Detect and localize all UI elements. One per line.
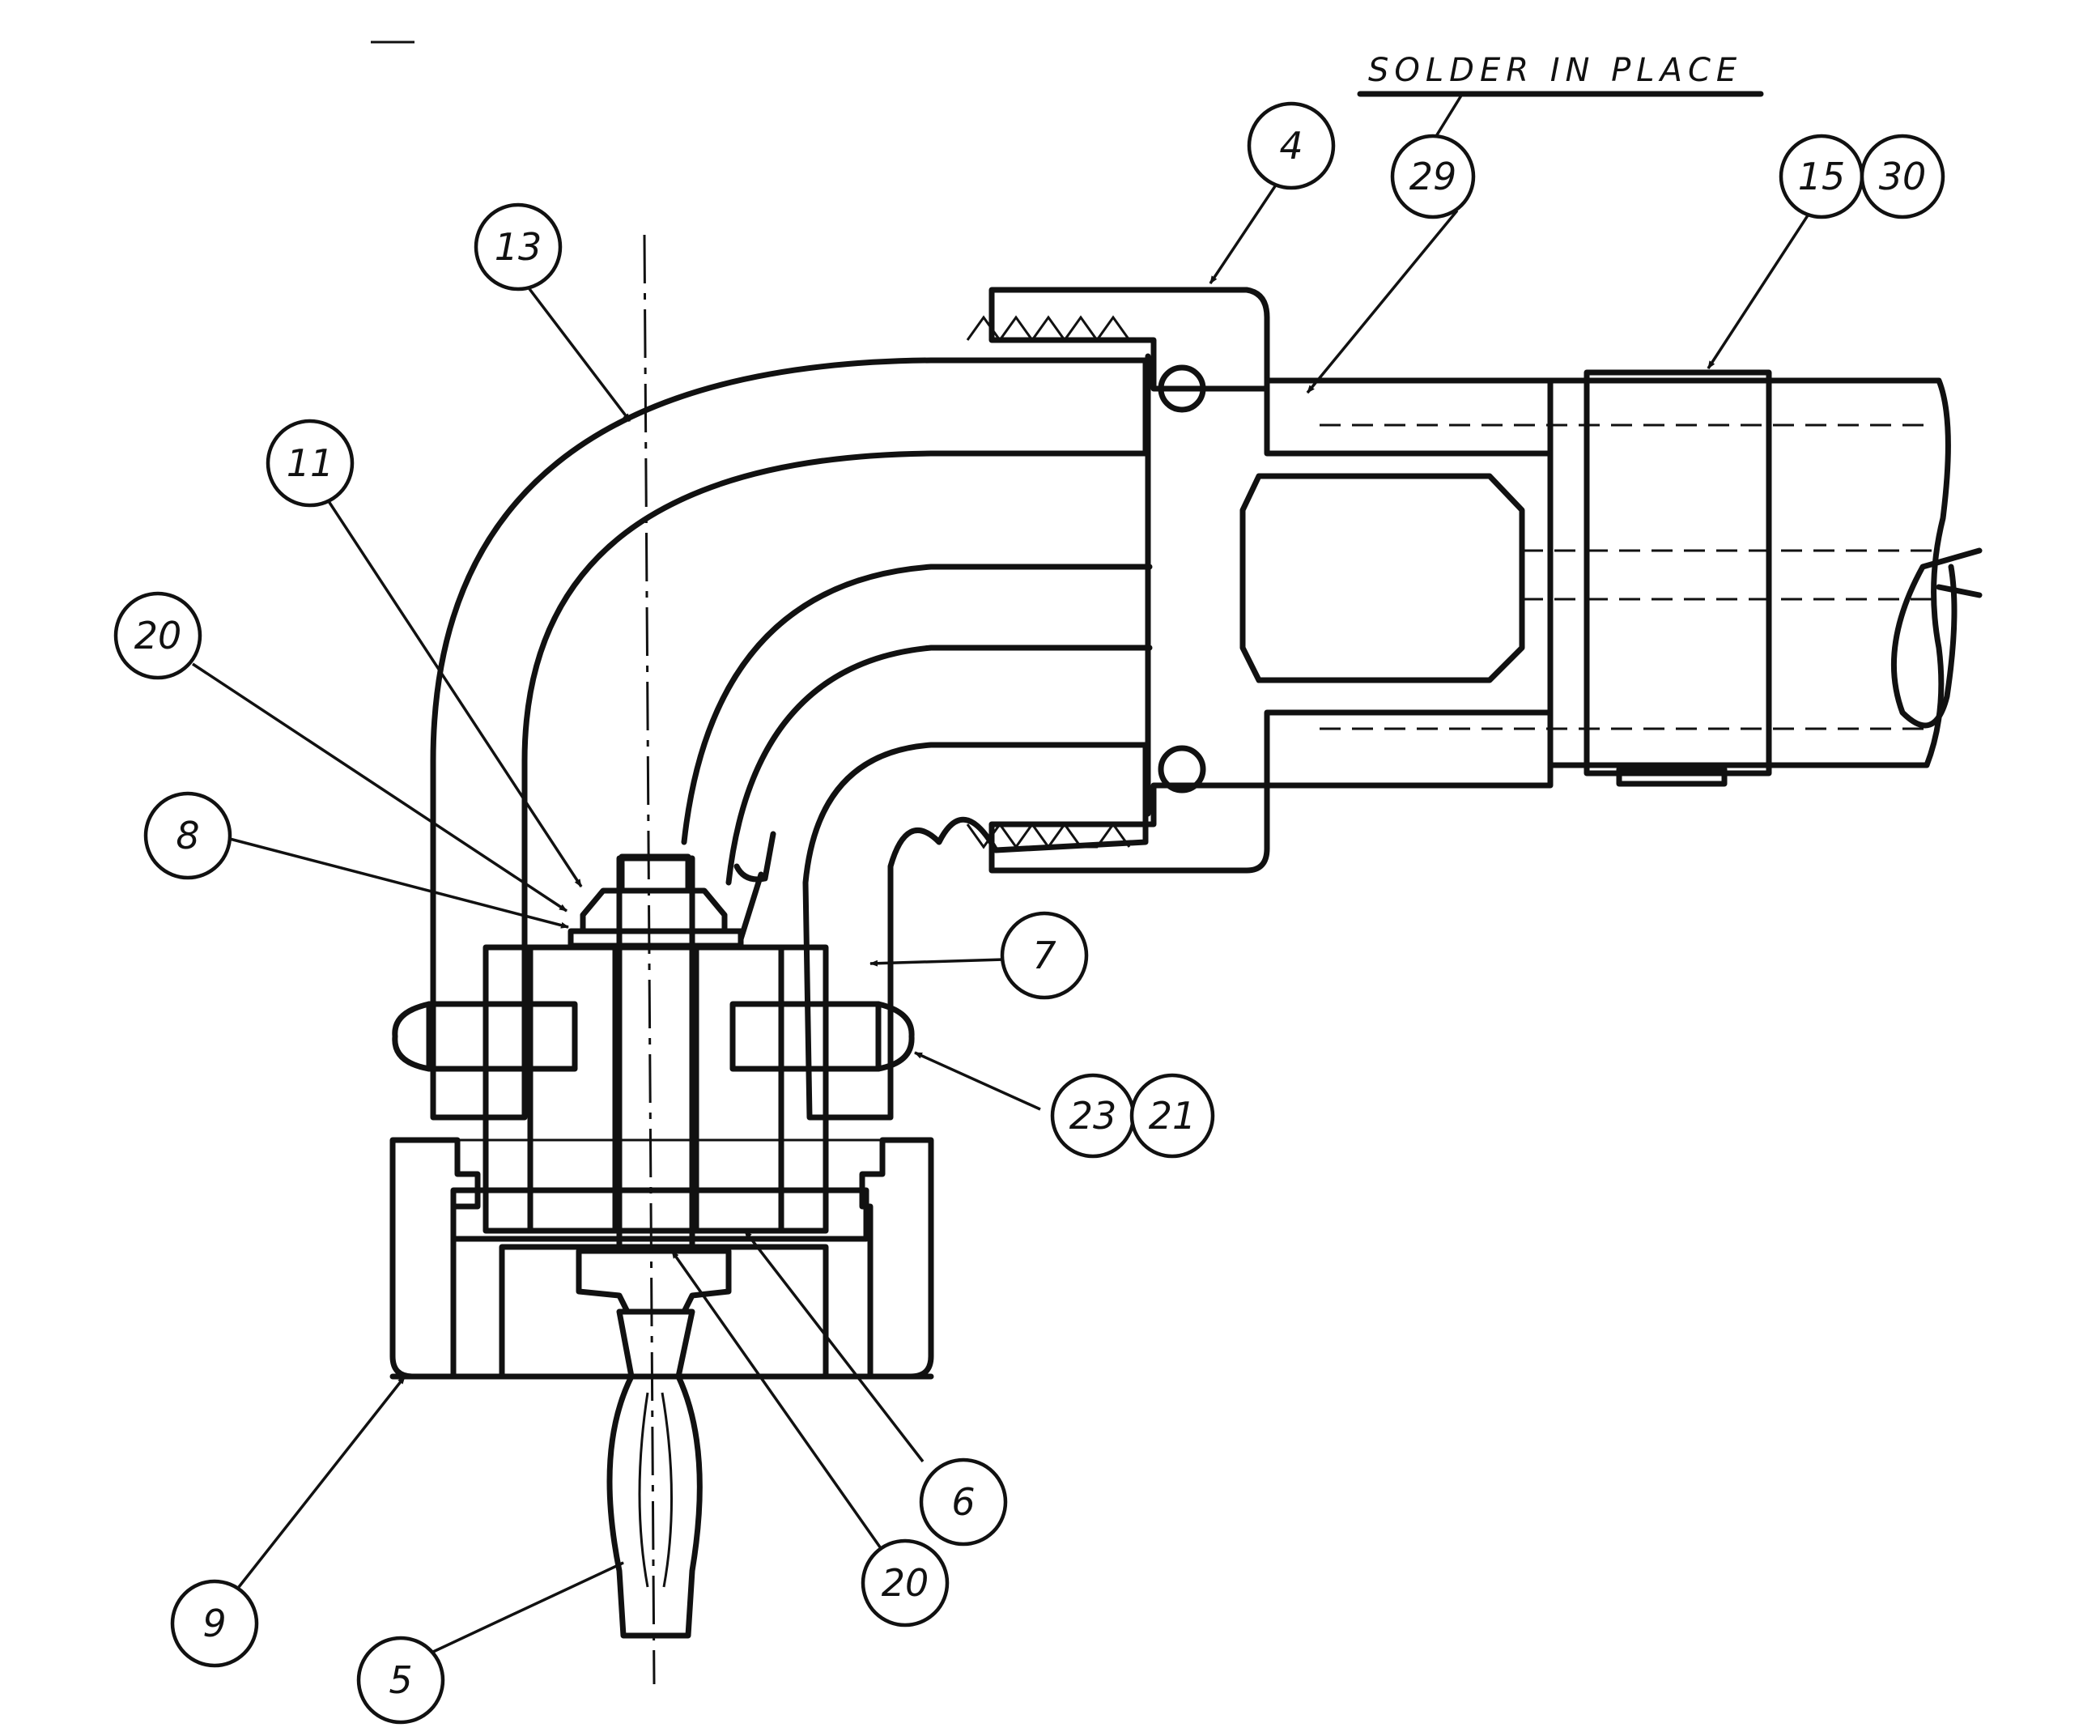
lead-wire xyxy=(733,831,776,942)
ferrule-sleeve xyxy=(1264,377,1554,789)
cap-nut xyxy=(389,1137,934,1380)
elbow-body xyxy=(430,357,1153,1121)
callout-6: 6 xyxy=(919,1457,1008,1547)
callout-30-label: 30 xyxy=(1879,155,1927,198)
leader-15 xyxy=(1707,194,1823,369)
callout-4: 4 xyxy=(1247,101,1336,190)
leader-13 xyxy=(521,278,631,423)
set-screws xyxy=(392,1001,915,1072)
leader-23-21 xyxy=(914,1051,1041,1111)
leader-5 xyxy=(432,1561,624,1653)
cable-core xyxy=(1239,450,1554,716)
callout-30: 30 xyxy=(1860,134,1945,219)
callout-20-top-label: 20 xyxy=(134,614,182,657)
callout-21-label: 21 xyxy=(1149,1094,1197,1138)
callout-23: 23 xyxy=(1050,1073,1136,1159)
callout-7-label: 7 xyxy=(1032,934,1056,977)
center-line xyxy=(643,234,656,1685)
leader-20-bottom xyxy=(670,1249,884,1552)
callout-15: 15 xyxy=(1779,134,1864,219)
cable-jacket xyxy=(1320,377,1983,768)
callout-23-label: 23 xyxy=(1069,1094,1117,1138)
callout-20-bottom: 20 xyxy=(861,1538,950,1628)
callout-15-label: 15 xyxy=(1798,155,1846,198)
callout-13-label: 13 xyxy=(495,225,542,269)
leader-29 xyxy=(1306,209,1459,394)
callout-11-label: 11 xyxy=(287,441,334,485)
callout-29: 29 xyxy=(1390,134,1476,219)
coupling-nut xyxy=(966,287,1270,874)
leader-8 xyxy=(226,836,569,929)
callout-20-bottom-label: 20 xyxy=(882,1561,929,1605)
solder-note-text: SOLDER IN PLACE xyxy=(1368,52,1742,89)
callout-20-top: 20 xyxy=(113,591,202,680)
leader-lines xyxy=(192,95,1823,1653)
callout-9-label: 9 xyxy=(202,1602,226,1645)
leader-11 xyxy=(322,493,583,887)
callout-balloons: 4 29 15 30 13 11 20 8 xyxy=(113,101,1945,1725)
leader-9 xyxy=(237,1375,406,1589)
contact-pin xyxy=(576,1248,732,1639)
callout-5-label: 5 xyxy=(389,1658,412,1702)
callout-21: 21 xyxy=(1129,1073,1215,1159)
callout-9: 9 xyxy=(170,1579,259,1668)
leader-7 xyxy=(869,958,1005,967)
clamp-band xyxy=(1584,369,1772,787)
callout-4-label: 4 xyxy=(1279,124,1303,168)
callout-8: 8 xyxy=(143,791,232,880)
leader-20-top xyxy=(192,662,568,913)
leader-6 xyxy=(743,1229,925,1463)
callout-13: 13 xyxy=(474,202,563,291)
callout-29-label: 29 xyxy=(1409,155,1457,198)
callout-11: 11 xyxy=(266,419,355,508)
solder-note: SOLDER IN PLACE xyxy=(1357,52,1764,97)
callout-7: 7 xyxy=(1000,911,1089,1000)
callout-8-label: 8 xyxy=(176,814,199,857)
hex-nut xyxy=(568,853,744,949)
callout-5: 5 xyxy=(356,1636,445,1725)
callout-6-label: 6 xyxy=(951,1480,975,1524)
